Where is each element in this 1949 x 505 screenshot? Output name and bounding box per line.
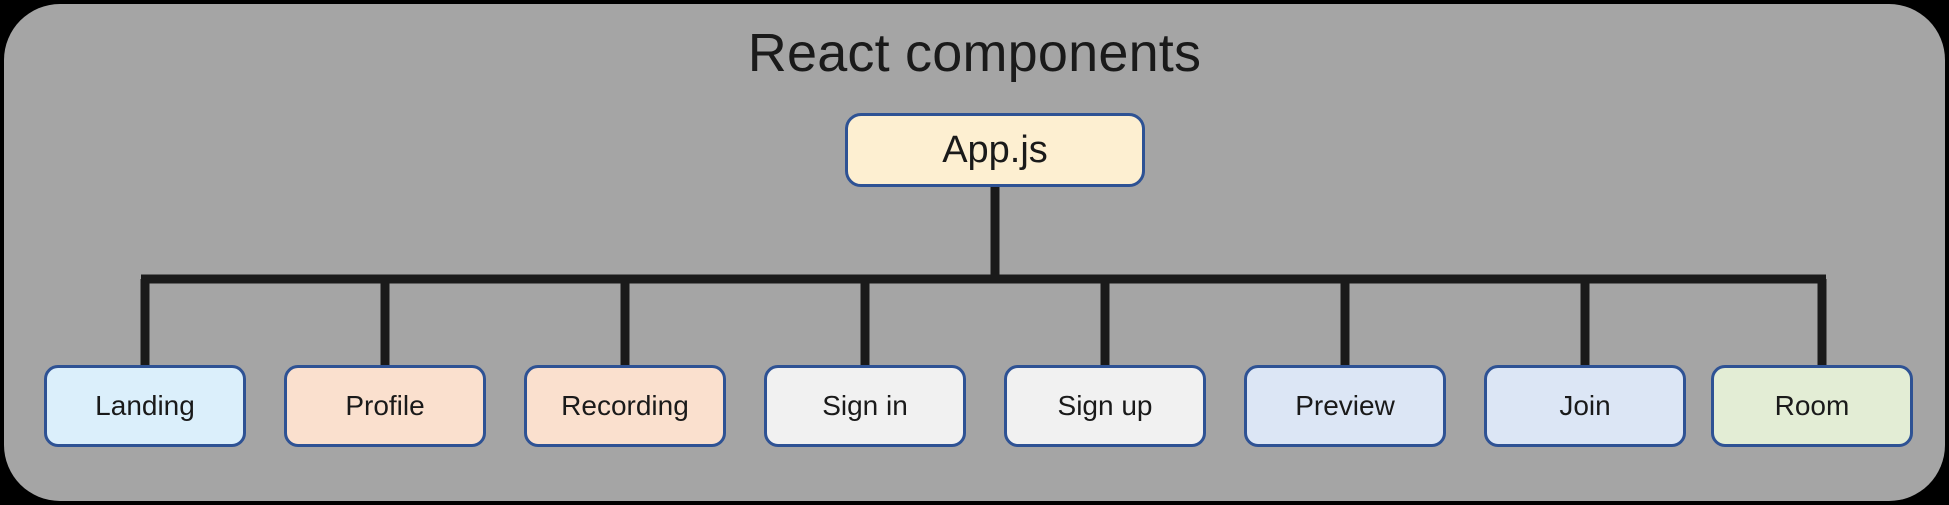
node-recording-label: Recording [561,390,689,421]
node-profile-label: Profile [345,390,425,421]
node-sign-up[interactable]: Sign up [1004,365,1206,447]
diagram-title: React components [747,23,1202,83]
node-sign-up-label: Sign up [1057,390,1153,421]
node-sign-in[interactable]: Sign in [764,365,966,447]
node-room-label: Room [1774,390,1850,421]
node-app-js[interactable]: App.js [845,113,1145,187]
node-app-js-label: App.js [942,128,1048,171]
node-recording[interactable]: Recording [524,365,726,447]
node-join[interactable]: Join [1484,365,1686,447]
node-join-label: Join [1559,390,1611,421]
node-landing[interactable]: Landing [44,365,246,447]
node-sign-in-label: Sign in [822,390,908,421]
node-landing-label: Landing [95,390,195,421]
node-preview[interactable]: Preview [1244,365,1446,447]
node-profile[interactable]: Profile [284,365,486,447]
node-preview-label: Preview [1295,390,1395,421]
node-room[interactable]: Room [1711,365,1913,447]
